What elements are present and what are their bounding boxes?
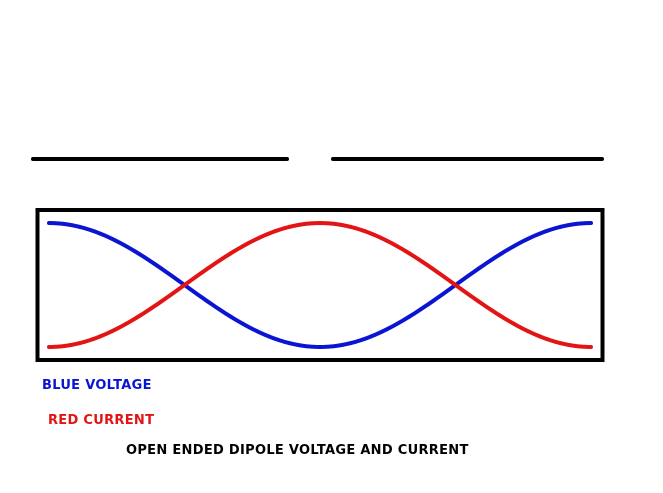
voltage-legend-label: BLUE VOLTAGE [42, 378, 152, 393]
current-legend-label: RED CURRENT [48, 413, 155, 428]
diagram-caption: OPEN ENDED DIPOLE VOLTAGE AND CURRENT [126, 443, 469, 458]
plot-frame [35, 208, 605, 362]
current-curve [47, 221, 593, 349]
voltage-curve [47, 221, 593, 349]
